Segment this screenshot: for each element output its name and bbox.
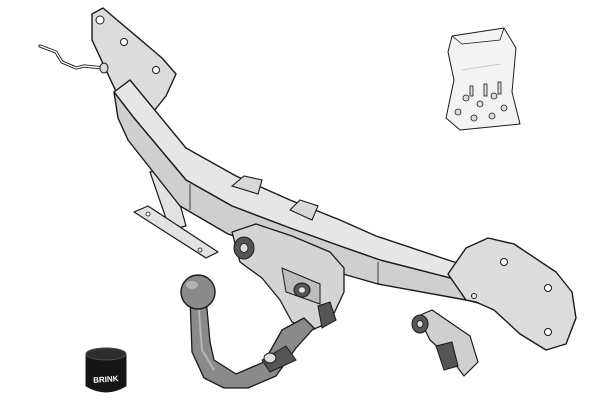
right-mounting-plate xyxy=(447,237,577,351)
cover-brand-label: BRINK xyxy=(93,374,119,385)
bolt-hole xyxy=(471,293,477,299)
bolt-hole xyxy=(500,258,508,266)
socket-cover-cap: BRINK xyxy=(85,347,127,393)
bolt-bag-hardware xyxy=(454,81,508,122)
bolt-hole xyxy=(120,38,128,46)
bolt-bag xyxy=(445,27,521,131)
tow-ball-arm xyxy=(189,297,315,389)
bolt-hole xyxy=(544,328,552,336)
bolt-hole xyxy=(152,66,160,74)
swivel-mechanism xyxy=(231,223,345,331)
bolt-hole xyxy=(95,15,105,25)
tow-ball xyxy=(180,274,216,310)
bolt-hole xyxy=(544,284,552,292)
mounting-bolt xyxy=(38,44,109,74)
right-lower-bracket xyxy=(411,309,479,377)
